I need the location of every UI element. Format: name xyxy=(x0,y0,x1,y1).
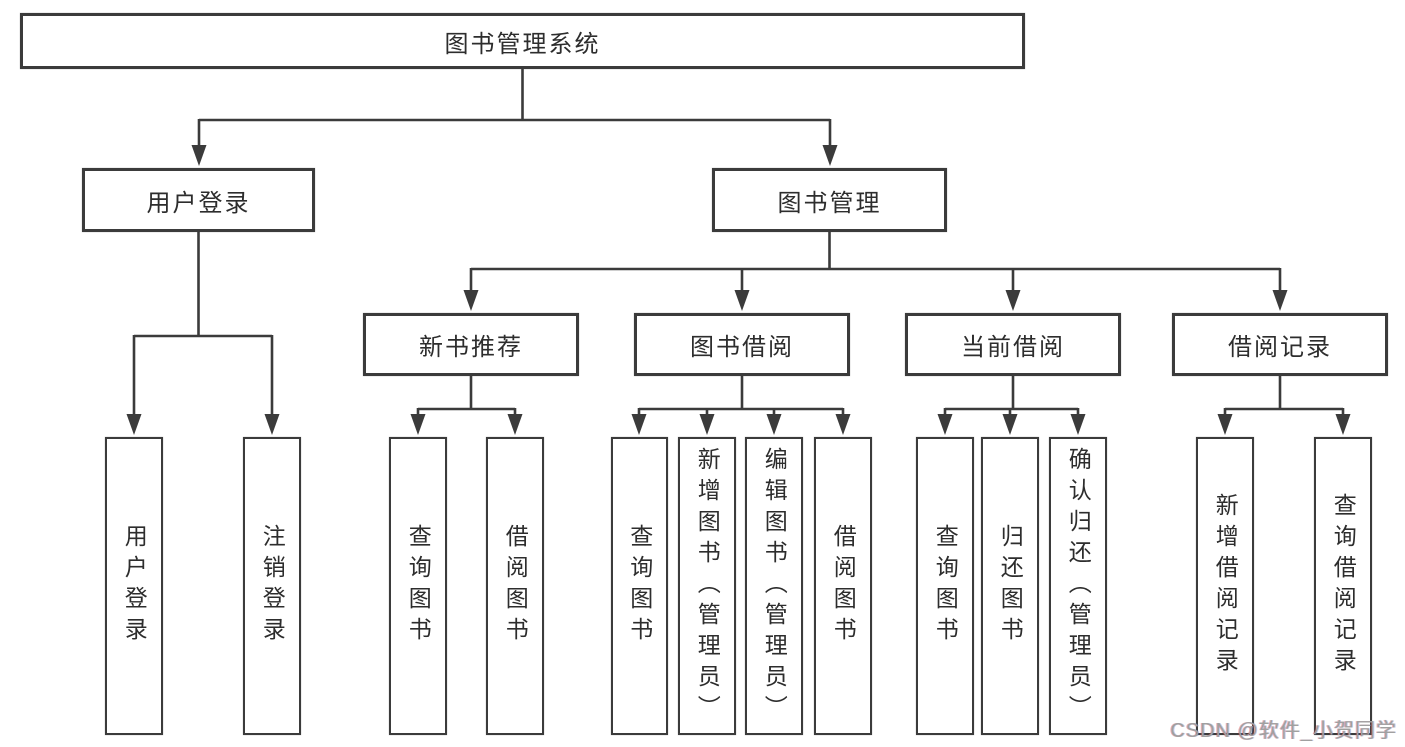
leaf-user-login: 用户登录 xyxy=(105,437,163,735)
node-book-management: 图书管理 xyxy=(712,168,947,232)
leaf-logout: 注销登录 xyxy=(243,437,301,735)
node-root-label: 图书管理系统 xyxy=(444,30,601,58)
leaf-edit-book-admin: 编辑图书（管理员） xyxy=(745,437,803,735)
node-borrowing-records-label: 借阅记录 xyxy=(1228,334,1332,361)
node-current-borrowing: 当前借阅 xyxy=(905,313,1121,376)
leaf-add-book-admin: 新增图书（管理员） xyxy=(678,437,736,735)
node-new-book-recommend: 新书推荐 xyxy=(363,313,579,376)
node-book-borrowing-label: 图书借阅 xyxy=(690,334,794,361)
leaf-query-books-recommend: 查询图书 xyxy=(389,437,447,735)
leaf-query-books-current: 查询图书 xyxy=(916,437,974,735)
node-user-login-label: 用户登录 xyxy=(146,189,251,217)
leaf-return-books: 归还图书 xyxy=(981,437,1039,735)
leaf-confirm-return-admin: 确认归还（管理员） xyxy=(1049,437,1107,735)
leaf-query-borrow-record: 查询借阅记录 xyxy=(1314,437,1372,735)
leaf-query-books-borrow: 查询图书 xyxy=(611,437,668,735)
watermark: CSDN @软件_小贺同学 xyxy=(1170,720,1397,742)
node-root: 图书管理系统 xyxy=(20,13,1025,69)
leaf-add-borrow-record: 新增借阅记录 xyxy=(1196,437,1254,735)
node-book-management-label: 图书管理 xyxy=(777,189,882,217)
leaf-borrow-books-recommend: 借阅图书 xyxy=(486,437,544,735)
node-borrowing-records: 借阅记录 xyxy=(1172,313,1388,376)
node-new-book-recommend-label: 新书推荐 xyxy=(419,334,523,361)
node-current-borrowing-label: 当前借阅 xyxy=(961,334,1065,361)
node-book-borrowing: 图书借阅 xyxy=(634,313,850,376)
node-user-login: 用户登录 xyxy=(82,168,315,232)
leaf-borrow-books: 借阅图书 xyxy=(814,437,872,735)
